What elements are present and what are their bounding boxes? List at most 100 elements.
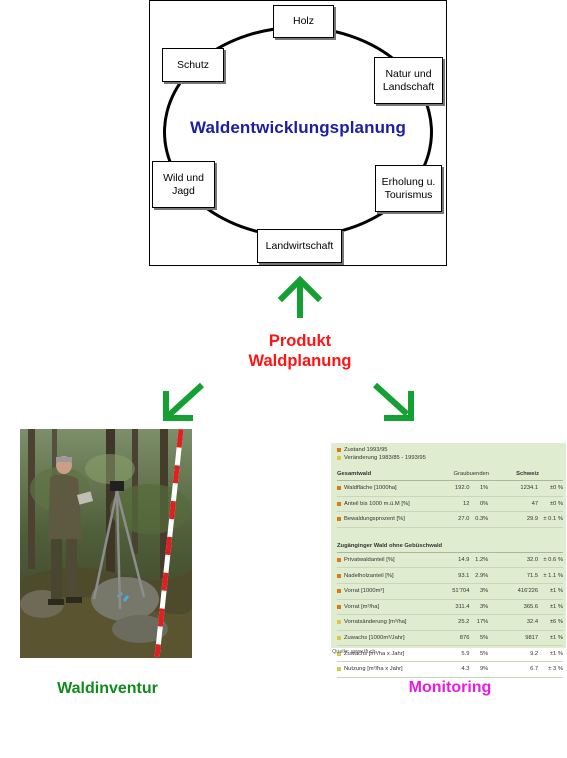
legend-text: Veränderung 1983/85 - 1993/95 xyxy=(344,455,426,461)
legend-text: Zustand 1993/95 xyxy=(344,447,388,453)
change-schweiz: ±0 % xyxy=(549,500,564,507)
change-schweiz: ±1 % xyxy=(549,588,564,595)
column-header-graubuenden: Graubuenden xyxy=(453,471,489,477)
value-graubuenden: 876 xyxy=(459,635,470,642)
legend-swatch xyxy=(337,448,341,452)
value-graubuenden: 93.1 xyxy=(458,572,470,579)
row-label: Nadelholzanteil [%] xyxy=(337,573,437,579)
arrow-up-icon xyxy=(277,275,323,318)
change-schweiz: ±1 % xyxy=(549,603,564,610)
change-graubuenden: 5% xyxy=(479,635,489,642)
row-label: Privatwaldanteil [%] xyxy=(337,557,437,563)
value-graubuenden: 311.4 xyxy=(455,603,470,610)
row-swatch xyxy=(337,486,341,491)
change-schweiz: ± 0.1 % xyxy=(543,516,564,523)
row-swatch xyxy=(337,651,341,656)
value-graubuenden: 192.0 xyxy=(454,485,470,492)
value-graubuenden: 4.3 xyxy=(461,666,470,673)
change-graubuenden: 5% xyxy=(479,650,489,657)
value-schweiz: 1234.1 xyxy=(520,485,539,492)
product-label: Produkt Waldplanung xyxy=(248,332,352,370)
monitoring-table: Zustand 1993/95 Veränderung 1983/85 - 19… xyxy=(331,443,566,678)
row-label: Nutzung [m³/ha x Jahr] xyxy=(337,666,437,672)
node-wild-und-jagd: Wild und Jagd xyxy=(152,161,215,208)
change-graubuenden: 3% xyxy=(479,588,489,595)
row-label: Vorrat [m³/ha] xyxy=(337,604,437,610)
change-graubuenden: 0.3% xyxy=(475,516,489,523)
change-schweiz: ±6 % xyxy=(549,619,564,626)
row-swatch xyxy=(337,604,341,609)
section-title: Gesamtwald xyxy=(337,471,372,477)
forest-inventory-photo xyxy=(20,429,192,658)
value-schweiz: 365.6 xyxy=(523,603,539,610)
row-label: Zuwachs [1000m³/Jahr] xyxy=(337,635,437,641)
value-graubuenden: 14.9 xyxy=(458,557,470,564)
change-graubuenden: 0% xyxy=(479,500,489,507)
value-graubuenden: 27.0 xyxy=(458,516,470,523)
value-schweiz: 47 xyxy=(531,500,539,507)
node-natur-und-landschaft: Natur und Landschaft xyxy=(374,57,443,104)
change-graubuenden: 17% xyxy=(476,619,489,626)
row-swatch xyxy=(337,558,341,563)
legend-swatch xyxy=(337,456,341,460)
row-label-text: Nutzung [m³/ha x Jahr] xyxy=(344,666,403,673)
node-erholung-und-tourismus: Erholung u. Tourismus xyxy=(375,165,442,212)
row-swatch xyxy=(337,667,341,672)
value-graubuenden: 12 xyxy=(462,500,470,507)
column-header-schweiz: Schweiz xyxy=(516,471,539,477)
value-schweiz: 9817 xyxy=(525,635,539,642)
row-label-text: Zuwachs [1000m³/Jahr] xyxy=(344,635,405,642)
row-swatch xyxy=(337,620,341,625)
change-schweiz: ± 1.1 % xyxy=(543,572,564,579)
row-label-text: Vorrat [1000m³] xyxy=(344,588,384,595)
row-label-text: Waldfläche [1000ha] xyxy=(344,485,397,492)
section-header: Zugänginger Wald ohne Gebüschwald xyxy=(337,540,563,553)
change-schweiz: ± 0.6 % xyxy=(543,557,564,564)
value-schweiz: 29.9 xyxy=(526,516,539,523)
value-schweiz: 6.7 xyxy=(530,666,539,673)
table-row: Waldfläche [1000ha] 192.0 1% 1234.1 ±0 % xyxy=(337,481,563,497)
legend-row: Veränderung 1983/85 - 1993/95 xyxy=(337,454,563,462)
row-swatch xyxy=(337,517,341,522)
row-label-text: Bewaldungsprozent [%] xyxy=(344,516,405,523)
table-row: Bewaldungsprozent [%] 27.0 0.3% 29.9 ± 0.1 % xyxy=(337,512,563,528)
row-swatch xyxy=(337,573,341,578)
inventory-label: Waldinventur xyxy=(57,680,158,697)
node-holz: Holz xyxy=(273,5,334,38)
row-label: Bewaldungsprozent [%] xyxy=(337,516,437,522)
source-note: Quelle: www.lfi.ch xyxy=(332,649,376,655)
change-graubuenden: 1% xyxy=(479,485,489,492)
planning-cycle-diagram: Holz Natur und Landschaft Erholung u. To… xyxy=(149,0,447,266)
row-label: Zuwachs [m³/ha x Jahr] xyxy=(337,651,437,657)
change-schweiz: ±0 % xyxy=(549,485,564,492)
central-title: Waldentwicklungsplanung xyxy=(189,118,407,137)
section-header: Gesamtwald Graubuenden Schweiz xyxy=(337,468,563,481)
value-graubuenden: 25.2 xyxy=(458,619,470,626)
change-graubuenden: 9% xyxy=(479,666,489,673)
monitoring-label: Monitoring xyxy=(408,679,492,696)
row-label: Vorrat [1000m³] xyxy=(337,588,437,594)
row-swatch xyxy=(337,589,341,594)
row-label-text: Vorratsänderung [m³/ha] xyxy=(344,619,407,626)
row-label: Vorratsänderung [m³/ha] xyxy=(337,619,437,625)
section-title: Zugänginger Wald ohne Gebüschwald xyxy=(337,542,443,549)
row-label: Waldfläche [1000ha] xyxy=(337,485,437,491)
value-schweiz: 9.2 xyxy=(530,650,539,657)
change-schweiz: ±1 % xyxy=(549,635,564,642)
legend-row: Zustand 1993/95 xyxy=(337,446,563,454)
node-landwirtschaft: Landwirtschaft xyxy=(257,229,342,263)
change-graubuenden: 1.2% xyxy=(475,557,489,564)
value-graubuenden: 5.9 xyxy=(461,650,470,657)
row-label-text: Zuwachs [m³/ha x Jahr] xyxy=(344,650,405,657)
node-schutz: Schutz xyxy=(162,48,224,82)
row-label-text: Vorrat [m³/ha] xyxy=(344,603,380,610)
value-schweiz: 416'226 xyxy=(517,588,539,595)
